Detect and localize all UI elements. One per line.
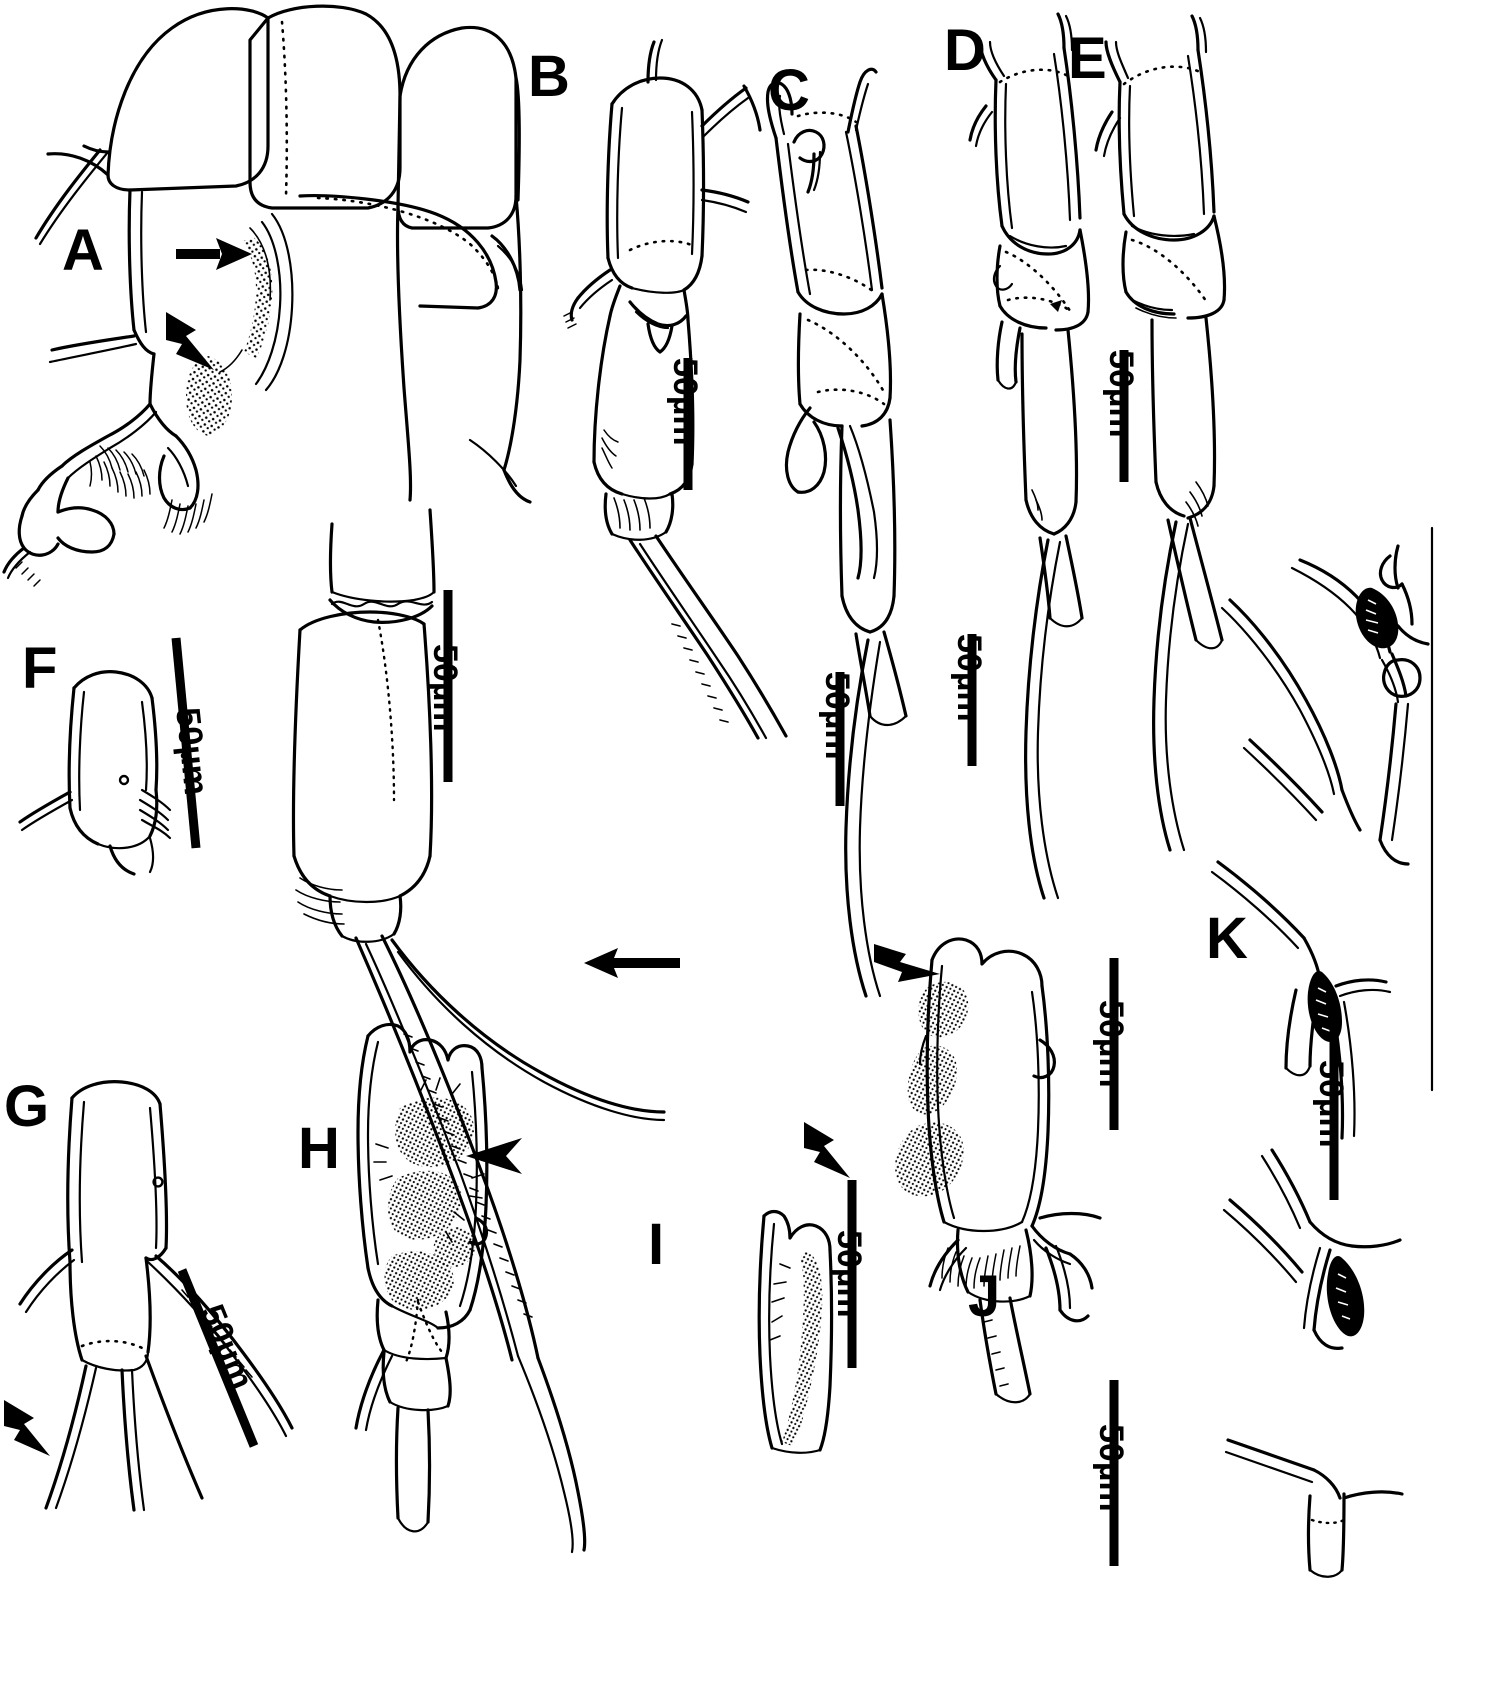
panel-label-d: D [944,18,986,83]
panel-label-c: C [768,58,810,123]
scale-label-j1: 50µm [1092,1000,1130,1088]
arrow-g [4,1400,50,1456]
panel-g-drawing [18,1080,294,1512]
panel-label-h: H [298,1116,340,1181]
scale-label-i: 50µm [830,1230,868,1318]
panel-label-e: E [1068,26,1107,91]
panel-label-j: J [968,1264,1001,1329]
panel-e-drawing [1094,14,1227,852]
stipple-i-row [782,1250,823,1446]
panel-label-i: I [648,1212,665,1277]
scale-label-j2: 50µm [1092,1424,1130,1512]
scale-label-c: 50µm [818,672,856,760]
scale-label-b: 50µm [666,358,704,446]
scale-bar-g [177,1268,259,1448]
stipple-a-row [186,236,273,436]
arrow-a-1 [176,238,252,270]
scale-label-a: 50µm [426,644,464,732]
panel-label-a: A [62,218,104,283]
panel-h-drawing [354,1022,489,1533]
annotation-arrows [4,238,940,1456]
scale-label-e: 50µm [1102,350,1140,438]
arrow-j [874,944,940,982]
arrow-i [804,1122,850,1178]
arrow-a-2 [166,312,214,370]
panel-label-b: B [528,44,570,109]
panel-label-f: F [22,636,58,701]
scale-bar-f [171,637,201,849]
panel-d-drawing [968,12,1091,900]
panel-k-drawing [1210,526,1434,1578]
scale-label-f: 50µm [168,705,216,797]
panel-c-drawing [765,67,908,998]
panel-j-drawing [895,937,1102,1404]
stipple-j-patches [895,981,969,1197]
panel-f-drawing [18,670,172,876]
scale-label-k: 50µm [1312,1060,1350,1148]
scale-bars [171,350,1339,1566]
panel-i-drawing [757,1209,834,1454]
stipple-h-patches [384,1097,476,1311]
panel-label-k: K [1206,906,1248,971]
arrow-center [584,948,680,978]
scale-label-d: 50µm [950,634,988,722]
panel-a-drawing [2,4,666,1554]
panel-label-g: G [4,1074,50,1139]
arrowhead-h [466,1138,522,1174]
